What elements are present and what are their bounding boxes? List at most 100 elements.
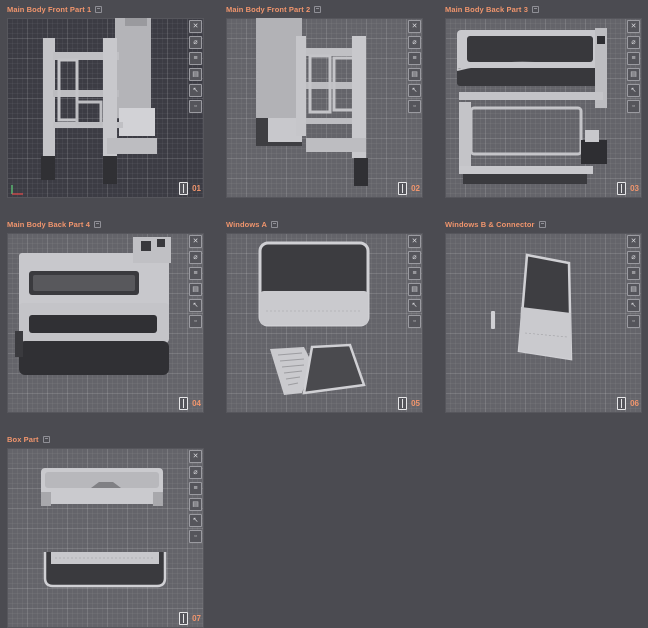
clear-icon[interactable]: ⌀	[627, 36, 640, 49]
box-icon[interactable]: ▫	[189, 315, 202, 328]
panel-title: Main Body Back Part 4	[7, 220, 90, 229]
viewport[interactable]: ✕ ⌀ ≡ ▤ ↖ ▫ 07	[7, 448, 204, 628]
edit-icon[interactable]	[314, 6, 322, 13]
edit-icon[interactable]	[95, 6, 103, 13]
box-icon[interactable]: ▫	[189, 530, 202, 543]
cursor-icon[interactable]: ↖	[189, 514, 202, 527]
clear-icon[interactable]: ⌀	[189, 36, 202, 49]
model-main-body-front-part-1	[41, 18, 157, 184]
panel-main-body-back-part-4: Main Body Back Part 4 ✕ ⌀ ≡ ▤ ↖ ▫ 04	[7, 218, 208, 413]
close-icon[interactable]: ✕	[189, 20, 202, 33]
split-view-icon[interactable]	[617, 397, 627, 410]
close-icon[interactable]: ✕	[627, 235, 640, 248]
layers-icon[interactable]: ≡	[408, 52, 421, 65]
split-view-icon[interactable]	[398, 397, 408, 410]
clear-icon[interactable]: ⌀	[189, 466, 202, 479]
layout-icon[interactable]: ▤	[627, 283, 640, 296]
box-icon[interactable]: ▫	[189, 100, 202, 113]
panel-title-row: Main Body Front Part 1	[7, 3, 208, 16]
model-box-part	[41, 468, 167, 588]
model-windows-a	[258, 241, 370, 395]
viewport[interactable]: ✕ ⌀ ≡ ▤ ↖ ▫ 06	[445, 233, 642, 413]
panel-title: Windows A	[226, 220, 267, 229]
viewport[interactable]: ✕ ⌀ ≡ ▤ ↖ ▫ 02	[226, 18, 423, 198]
edit-icon[interactable]	[42, 436, 50, 443]
split-view-icon[interactable]	[179, 612, 189, 625]
viewport-toolbar: ✕ ⌀ ≡ ▤ ↖ ▫	[189, 450, 202, 543]
view-badge: 03	[617, 182, 639, 195]
layers-icon[interactable]: ≡	[189, 52, 202, 65]
layers-icon[interactable]: ≡	[627, 52, 640, 65]
panel-title-row: Box Part	[7, 433, 208, 446]
layers-icon[interactable]: ≡	[627, 267, 640, 280]
panel-title: Box Part	[7, 435, 39, 444]
viewport[interactable]: ✕ ⌀ ≡ ▤ ↖ ▫ 03	[445, 18, 642, 198]
layout-icon[interactable]: ▤	[189, 68, 202, 81]
box-icon[interactable]: ▫	[627, 100, 640, 113]
box-icon[interactable]: ▫	[627, 315, 640, 328]
layout-icon[interactable]: ▤	[408, 68, 421, 81]
close-icon[interactable]: ✕	[408, 20, 421, 33]
layers-icon[interactable]: ≡	[189, 482, 202, 495]
layers-icon[interactable]: ≡	[189, 267, 202, 280]
clear-icon[interactable]: ⌀	[627, 251, 640, 264]
view-badge: 05	[398, 397, 420, 410]
edit-icon[interactable]	[538, 221, 546, 228]
panel-title-row: Main Body Back Part 3	[445, 3, 646, 16]
viewport-toolbar: ✕ ⌀ ≡ ▤ ↖ ▫	[189, 235, 202, 328]
layers-icon[interactable]: ≡	[408, 267, 421, 280]
panel-main-body-front-part-2: Main Body Front Part 2 ✕ ⌀ ≡ ▤ ↖ ▫	[226, 3, 427, 198]
panel-number: 01	[192, 184, 201, 193]
panel-title-row: Main Body Front Part 2	[226, 3, 427, 16]
clear-icon[interactable]: ⌀	[408, 251, 421, 264]
cursor-icon[interactable]: ↖	[408, 84, 421, 97]
panel-title-row: Windows B & Connector	[445, 218, 646, 231]
edit-icon[interactable]	[531, 6, 539, 13]
layout-icon[interactable]: ▤	[408, 283, 421, 296]
panel-number: 02	[411, 184, 420, 193]
close-icon[interactable]: ✕	[408, 235, 421, 248]
panel-title: Main Body Back Part 3	[445, 5, 528, 14]
cursor-icon[interactable]: ↖	[408, 299, 421, 312]
panel-number: 06	[630, 399, 639, 408]
close-icon[interactable]: ✕	[189, 450, 202, 463]
viewport-toolbar: ✕ ⌀ ≡ ▤ ↖ ▫	[627, 235, 640, 328]
view-badge: 07	[179, 612, 201, 625]
viewport-toolbar: ✕ ⌀ ≡ ▤ ↖ ▫	[408, 235, 421, 328]
box-icon[interactable]: ▫	[408, 315, 421, 328]
viewport[interactable]: ✕ ⌀ ≡ ▤ ↖ ▫ 01	[7, 18, 204, 198]
viewport[interactable]: ✕ ⌀ ≡ ▤ ↖ ▫ 05	[226, 233, 423, 413]
layout-icon[interactable]: ▤	[627, 68, 640, 81]
split-view-icon[interactable]	[179, 182, 189, 195]
model-main-body-back-part-3	[456, 28, 607, 184]
view-badge: 06	[617, 397, 639, 410]
view-badge: 04	[179, 397, 201, 410]
panel-title: Main Body Front Part 1	[7, 5, 92, 14]
split-view-icon[interactable]	[398, 182, 408, 195]
clear-icon[interactable]: ⌀	[189, 251, 202, 264]
panel-title-row: Windows A	[226, 218, 427, 231]
cursor-icon[interactable]: ↖	[189, 299, 202, 312]
close-icon[interactable]: ✕	[627, 20, 640, 33]
cursor-icon[interactable]: ↖	[627, 299, 640, 312]
viewport-toolbar: ✕ ⌀ ≡ ▤ ↖ ▫	[408, 20, 421, 113]
panel-title-row: Main Body Back Part 4	[7, 218, 208, 231]
axis-gizmo	[11, 185, 23, 195]
box-icon[interactable]: ▫	[408, 100, 421, 113]
layout-icon[interactable]: ▤	[189, 283, 202, 296]
panel-number: 04	[192, 399, 201, 408]
panel-windows-b-connector: Windows B & Connector ✕ ⌀ ≡ ▤ ↖ ▫ 06	[445, 218, 646, 413]
split-view-icon[interactable]	[617, 182, 627, 195]
close-icon[interactable]: ✕	[189, 235, 202, 248]
model-main-body-front-part-2	[256, 18, 368, 186]
cursor-icon[interactable]: ↖	[627, 84, 640, 97]
edit-icon[interactable]	[270, 221, 278, 228]
clear-icon[interactable]: ⌀	[408, 36, 421, 49]
edit-icon[interactable]	[93, 221, 101, 228]
viewport[interactable]: ✕ ⌀ ≡ ▤ ↖ ▫ 04	[7, 233, 204, 413]
layout-icon[interactable]: ▤	[189, 498, 202, 511]
split-view-icon[interactable]	[179, 397, 189, 410]
view-badge: 01	[179, 182, 201, 195]
cursor-icon[interactable]: ↖	[189, 84, 202, 97]
panel-number: 05	[411, 399, 420, 408]
